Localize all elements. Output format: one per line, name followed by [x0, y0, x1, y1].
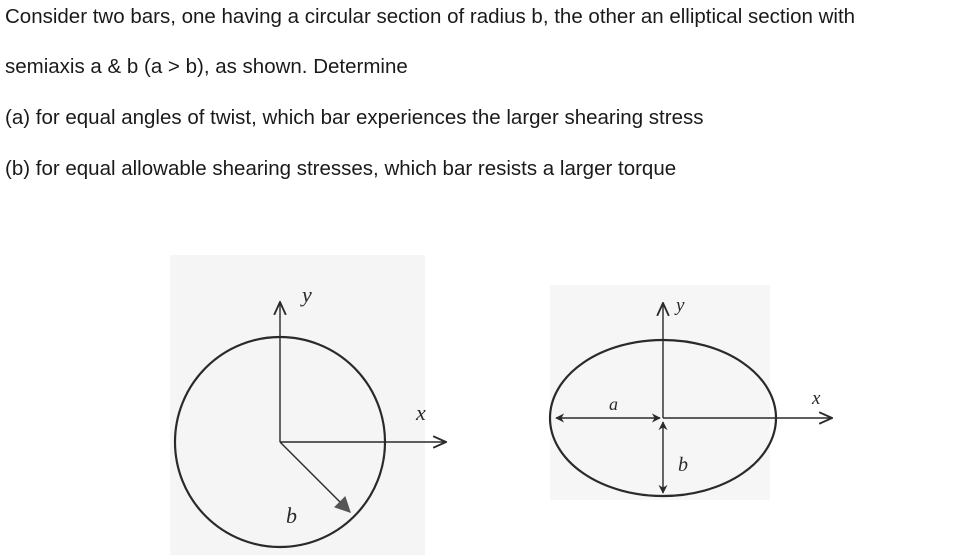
circle-radius-arrow	[279, 441, 351, 513]
question-a: (a) for equal angles of twist, which bar…	[5, 106, 704, 129]
problem-line-2: semiaxis a & b (a > b), as shown. Determ…	[5, 55, 408, 78]
circle-y-label: y	[300, 282, 312, 307]
ellipse-y-label: y	[674, 295, 685, 316]
circle-radius-label: b	[286, 503, 297, 528]
ellipse-outline	[548, 338, 778, 498]
circle-outline	[173, 335, 387, 549]
ellipse-x-label: x	[811, 388, 821, 409]
ellipse-a-label: a	[609, 394, 618, 414]
ellipse-figure-background	[550, 285, 770, 500]
circle-x-label: x	[415, 400, 426, 425]
circle-figure-background	[170, 255, 425, 555]
question-b: (b) for equal allowable shearing stresse…	[5, 157, 677, 180]
ellipse-b-label: b	[678, 454, 688, 476]
problem-line-1: Consider two bars, one having a circular…	[5, 5, 856, 28]
elliptical-section: y x a b	[548, 295, 832, 498]
circular-section: y x b	[173, 282, 446, 549]
